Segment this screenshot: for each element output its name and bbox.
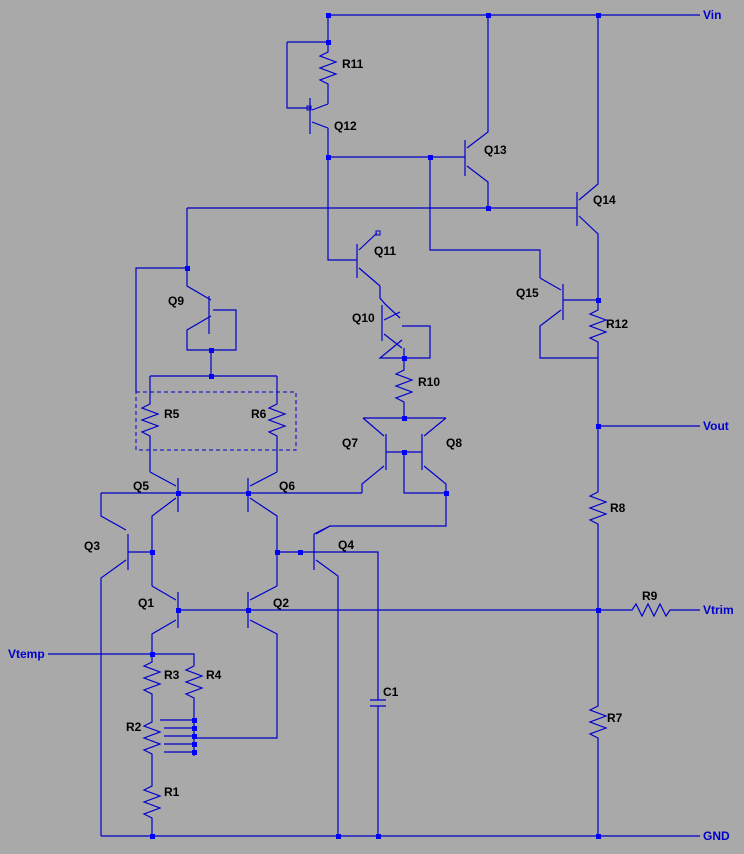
label-q5: Q5	[133, 479, 149, 493]
label-q3: Q3	[84, 539, 100, 553]
label-q2: Q2	[273, 596, 289, 610]
label-q11: Q11	[374, 244, 396, 258]
label-q10: Q10	[352, 311, 375, 325]
label-q7: Q7	[342, 436, 358, 450]
net-labels: Vin Vout Vtrim Vtemp GND	[8, 8, 734, 843]
label-q9: Q9	[168, 294, 184, 308]
label-r9: R9	[642, 589, 658, 603]
label-c1: C1	[383, 685, 399, 699]
component-labels: R11 Q12 Q13 Q14 Q11 Q15 Q9 Q10 R12 R10 R…	[84, 57, 658, 799]
label-r12: R12	[606, 317, 628, 331]
label-r10: R10	[418, 375, 440, 389]
label-q6: Q6	[279, 479, 295, 493]
net-vtemp: Vtemp	[8, 647, 45, 661]
label-q15: Q15	[516, 286, 539, 300]
label-q4: Q4	[338, 538, 354, 552]
label-r5: R5	[164, 407, 180, 421]
label-r3: R3	[164, 668, 180, 682]
label-r11: R11	[342, 57, 364, 71]
wires	[48, 14, 700, 837]
label-q8: Q8	[446, 436, 462, 450]
label-r2: R2	[126, 720, 142, 734]
label-r4: R4	[206, 668, 222, 682]
junctions	[150, 13, 601, 839]
net-vin: Vin	[703, 8, 721, 22]
label-r8: R8	[610, 501, 626, 515]
label-q13: Q13	[484, 143, 507, 157]
label-q1: Q1	[138, 596, 154, 610]
net-gnd: GND	[703, 829, 730, 843]
label-q14: Q14	[593, 193, 616, 207]
matched-pair-box	[135, 391, 297, 451]
label-r7: R7	[607, 711, 623, 725]
net-vout: Vout	[703, 419, 729, 433]
label-r1: R1	[164, 785, 180, 799]
label-q12: Q12	[334, 119, 357, 133]
net-vtrim: Vtrim	[703, 603, 734, 617]
label-r6: R6	[251, 407, 267, 421]
